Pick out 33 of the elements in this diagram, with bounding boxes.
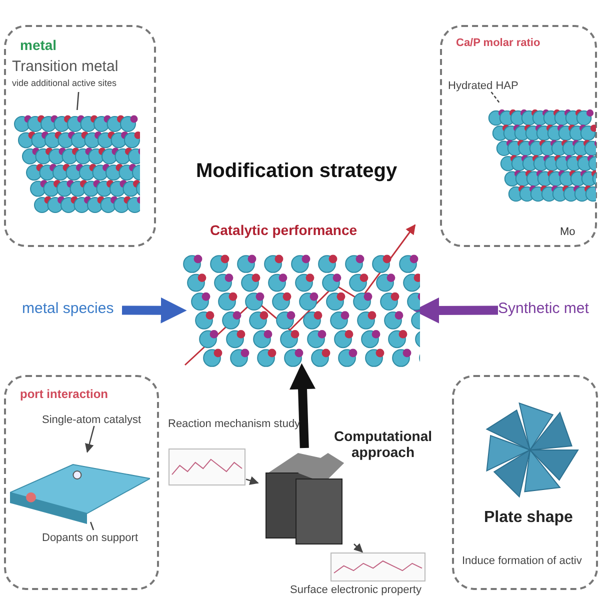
panel-frame bbox=[4, 25, 156, 247]
panel-heading: Plate shape bbox=[484, 509, 573, 527]
arrow bbox=[290, 363, 316, 448]
panel-frame bbox=[452, 375, 598, 590]
title: Modification strategy bbox=[196, 160, 398, 183]
leader-line bbox=[490, 92, 501, 104]
callout-label: Dopants on support bbox=[42, 532, 154, 546]
panel-heading: port interaction bbox=[20, 387, 108, 401]
arrow bbox=[353, 543, 363, 553]
arrow bbox=[84, 426, 95, 453]
plot-drawing bbox=[330, 552, 426, 582]
panel-heading: Ca/P molar ratio bbox=[456, 37, 540, 49]
node-label: Surface electronic property bbox=[290, 584, 422, 596]
crystal-drawing bbox=[180, 252, 420, 370]
callout-label: Synthetic met bbox=[498, 300, 598, 320]
label: Mo bbox=[560, 226, 576, 238]
leader-line bbox=[90, 522, 94, 530]
node-label: Computational approach bbox=[333, 428, 433, 460]
callout-note: vide additional active sites bbox=[12, 78, 117, 88]
panel-frame bbox=[4, 375, 159, 590]
callout-label: Hydrated HAP bbox=[448, 80, 528, 94]
panel-frame bbox=[440, 25, 597, 247]
arrow bbox=[413, 297, 498, 324]
arrow bbox=[246, 476, 259, 485]
arrow bbox=[122, 297, 187, 324]
callout-label: Single-atom catalyst bbox=[42, 414, 154, 428]
plot-drawing bbox=[168, 448, 246, 486]
node-label: Catalytic performance bbox=[210, 222, 358, 238]
callout-label: metal species bbox=[22, 300, 122, 320]
leader-line bbox=[76, 92, 80, 110]
panel-heading: metal bbox=[20, 37, 57, 53]
panel-note: Induce formation of activ bbox=[462, 555, 582, 567]
callout-label: Transition metal bbox=[12, 58, 118, 75]
